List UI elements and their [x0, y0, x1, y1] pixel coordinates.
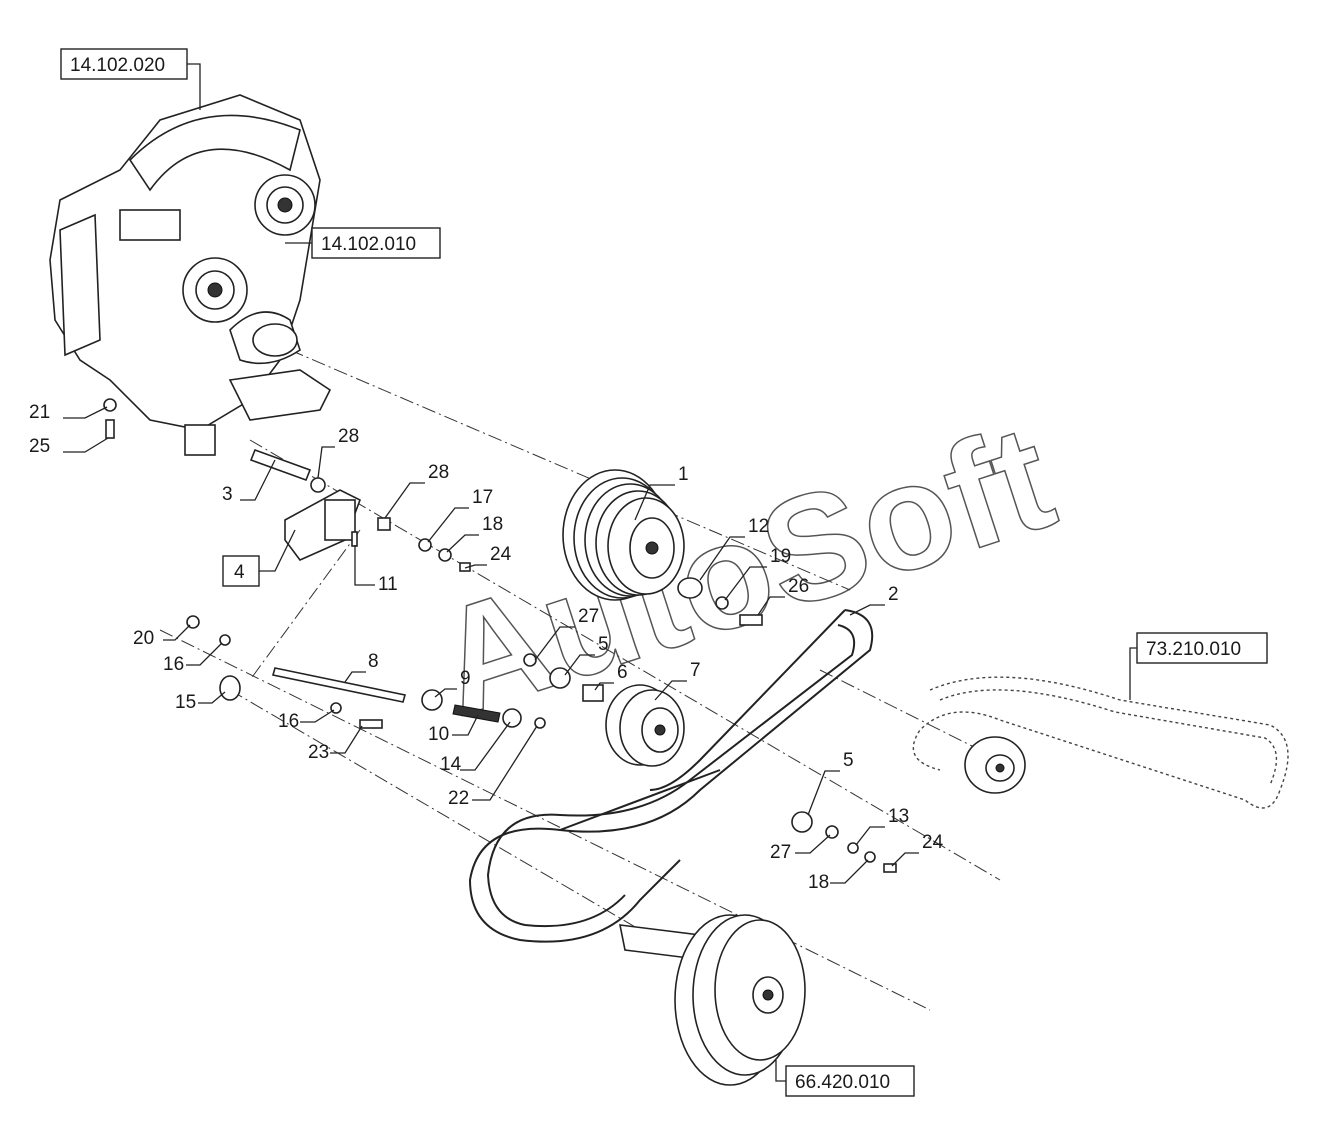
callout-21: 21 — [29, 402, 50, 423]
callout-13: 13 — [888, 806, 909, 827]
callout-25: 25 — [29, 436, 50, 457]
item-label-4: 4 — [234, 562, 245, 583]
callout-12: 12 — [748, 516, 769, 537]
callout-28a: 28 — [338, 426, 359, 447]
callout-23: 23 — [308, 742, 329, 763]
callout-11: 11 — [378, 574, 398, 595]
callout-16a: 16 — [163, 654, 184, 675]
callout-18b: 18 — [808, 872, 829, 893]
callout-20: 20 — [133, 628, 154, 649]
callout-27a: 27 — [578, 606, 599, 627]
callout-8: 8 — [368, 651, 379, 672]
callout-10: 10 — [428, 724, 449, 745]
item-box-4[interactable]: 4 — [222, 529, 296, 587]
callouts: 1 2 3 5 5 6 7 8 9 10 11 12 13 14 15 16 1… — [29, 402, 944, 893]
callout-14: 14 — [440, 754, 462, 775]
callout-7: 7 — [690, 660, 701, 681]
watermark: AutoSoft — [417, 392, 1071, 747]
drive-belt-2 — [468, 609, 874, 943]
callout-26: 26 — [788, 576, 809, 597]
callout-1: 1 — [678, 464, 689, 485]
callout-5a: 5 — [598, 634, 609, 655]
callout-17: 17 — [472, 487, 493, 508]
callout-24b: 24 — [922, 832, 944, 853]
callout-16b: 16 — [278, 711, 299, 732]
callout-28b: 28 — [428, 462, 449, 483]
ref-box-73-210-010[interactable]: 73.210.010 — [1129, 632, 1268, 700]
callout-6: 6 — [617, 662, 628, 683]
shaft-3 — [249, 448, 312, 482]
gearbox-housing — [49, 94, 332, 456]
ref-label-66-420-010: 66.420.010 — [795, 1072, 890, 1093]
ref-box-66-420-010[interactable]: 66.420.010 — [775, 1060, 915, 1097]
callout-15: 15 — [175, 692, 196, 713]
main-pulley-shaft — [618, 914, 806, 1086]
secondary-belt — [912, 676, 1289, 809]
callout-19: 19 — [770, 546, 791, 567]
spring-10 — [452, 704, 501, 723]
idler-pulley-7 — [605, 684, 685, 767]
callout-3: 3 — [222, 484, 233, 505]
ref-box-14-102-010[interactable]: 14.102.010 — [285, 227, 441, 259]
tension-arm-4 — [284, 489, 362, 561]
ref-label-14-102-010: 14.102.010 — [321, 234, 416, 255]
callout-18a: 18 — [482, 514, 503, 535]
callout-5b: 5 — [843, 750, 854, 771]
callout-27b: 27 — [770, 842, 791, 863]
ref-label-14-102-020: 14.102.020 — [70, 55, 165, 76]
rod-8 — [271, 667, 407, 703]
callout-2: 2 — [888, 584, 899, 605]
callout-9: 9 — [460, 668, 471, 689]
ref-box-14-102-020[interactable]: 14.102.020 — [60, 48, 201, 110]
pulley-1 — [562, 469, 685, 601]
callout-22: 22 — [448, 788, 469, 809]
callout-24a: 24 — [490, 544, 512, 565]
ref-label-73-210-010: 73.210.010 — [1146, 639, 1241, 660]
